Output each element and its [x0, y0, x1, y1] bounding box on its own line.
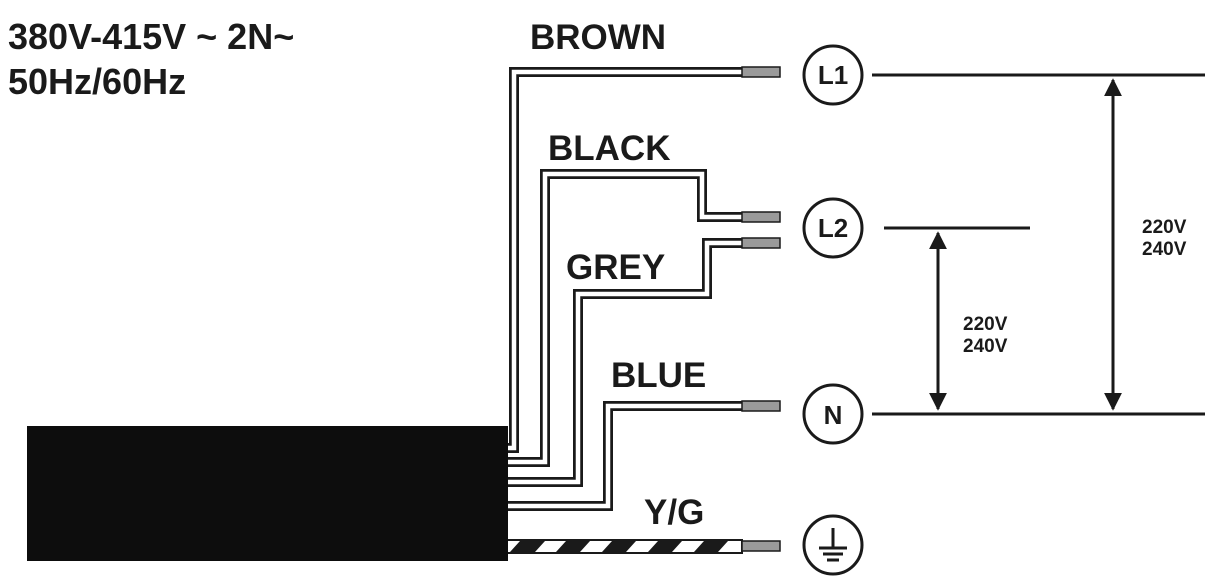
wire-black-tip [741, 211, 781, 223]
wire-grey-tip [741, 237, 781, 249]
wire-grey [507, 237, 781, 487]
terminal-n-label: N [824, 400, 843, 430]
wire-yg-stripes [510, 541, 728, 552]
wire-yg [506, 539, 781, 554]
ground-icon [819, 528, 847, 562]
voltage-l1-n-line2: 240V [1142, 239, 1187, 260]
wire-blue-tip [741, 400, 781, 412]
terminal-l2-label: L2 [818, 213, 848, 243]
terminal-l1-label: L1 [818, 60, 848, 90]
cable-jacket [27, 426, 508, 561]
terminal-n: N [802, 383, 864, 445]
voltage-l1-n-line1: 220V [1142, 217, 1187, 238]
wire-brown [507, 66, 781, 453]
wire-label-black: BLACK [548, 129, 670, 168]
wire-black [507, 169, 781, 467]
wire-label-brown: BROWN [530, 18, 666, 57]
wire-blue [507, 400, 781, 511]
terminal-l2: L2 [802, 197, 864, 259]
supply-voltage-title: 380V-415V ~ 2N~ [8, 16, 294, 57]
voltage-l2-n-line2: 240V [963, 336, 1008, 357]
wire-yg-tip [741, 540, 781, 552]
wire-label-blue: BLUE [611, 356, 706, 395]
supply-frequency-title: 50Hz/60Hz [8, 61, 186, 102]
wire-label-yg: Y/G [644, 493, 704, 532]
terminal-l1: L1 [802, 44, 864, 106]
wire-brown-tip [741, 66, 781, 78]
terminal-earth [802, 514, 864, 576]
wire-label-grey: GREY [566, 248, 665, 287]
voltage-l2-n-line1: 220V [963, 314, 1008, 335]
